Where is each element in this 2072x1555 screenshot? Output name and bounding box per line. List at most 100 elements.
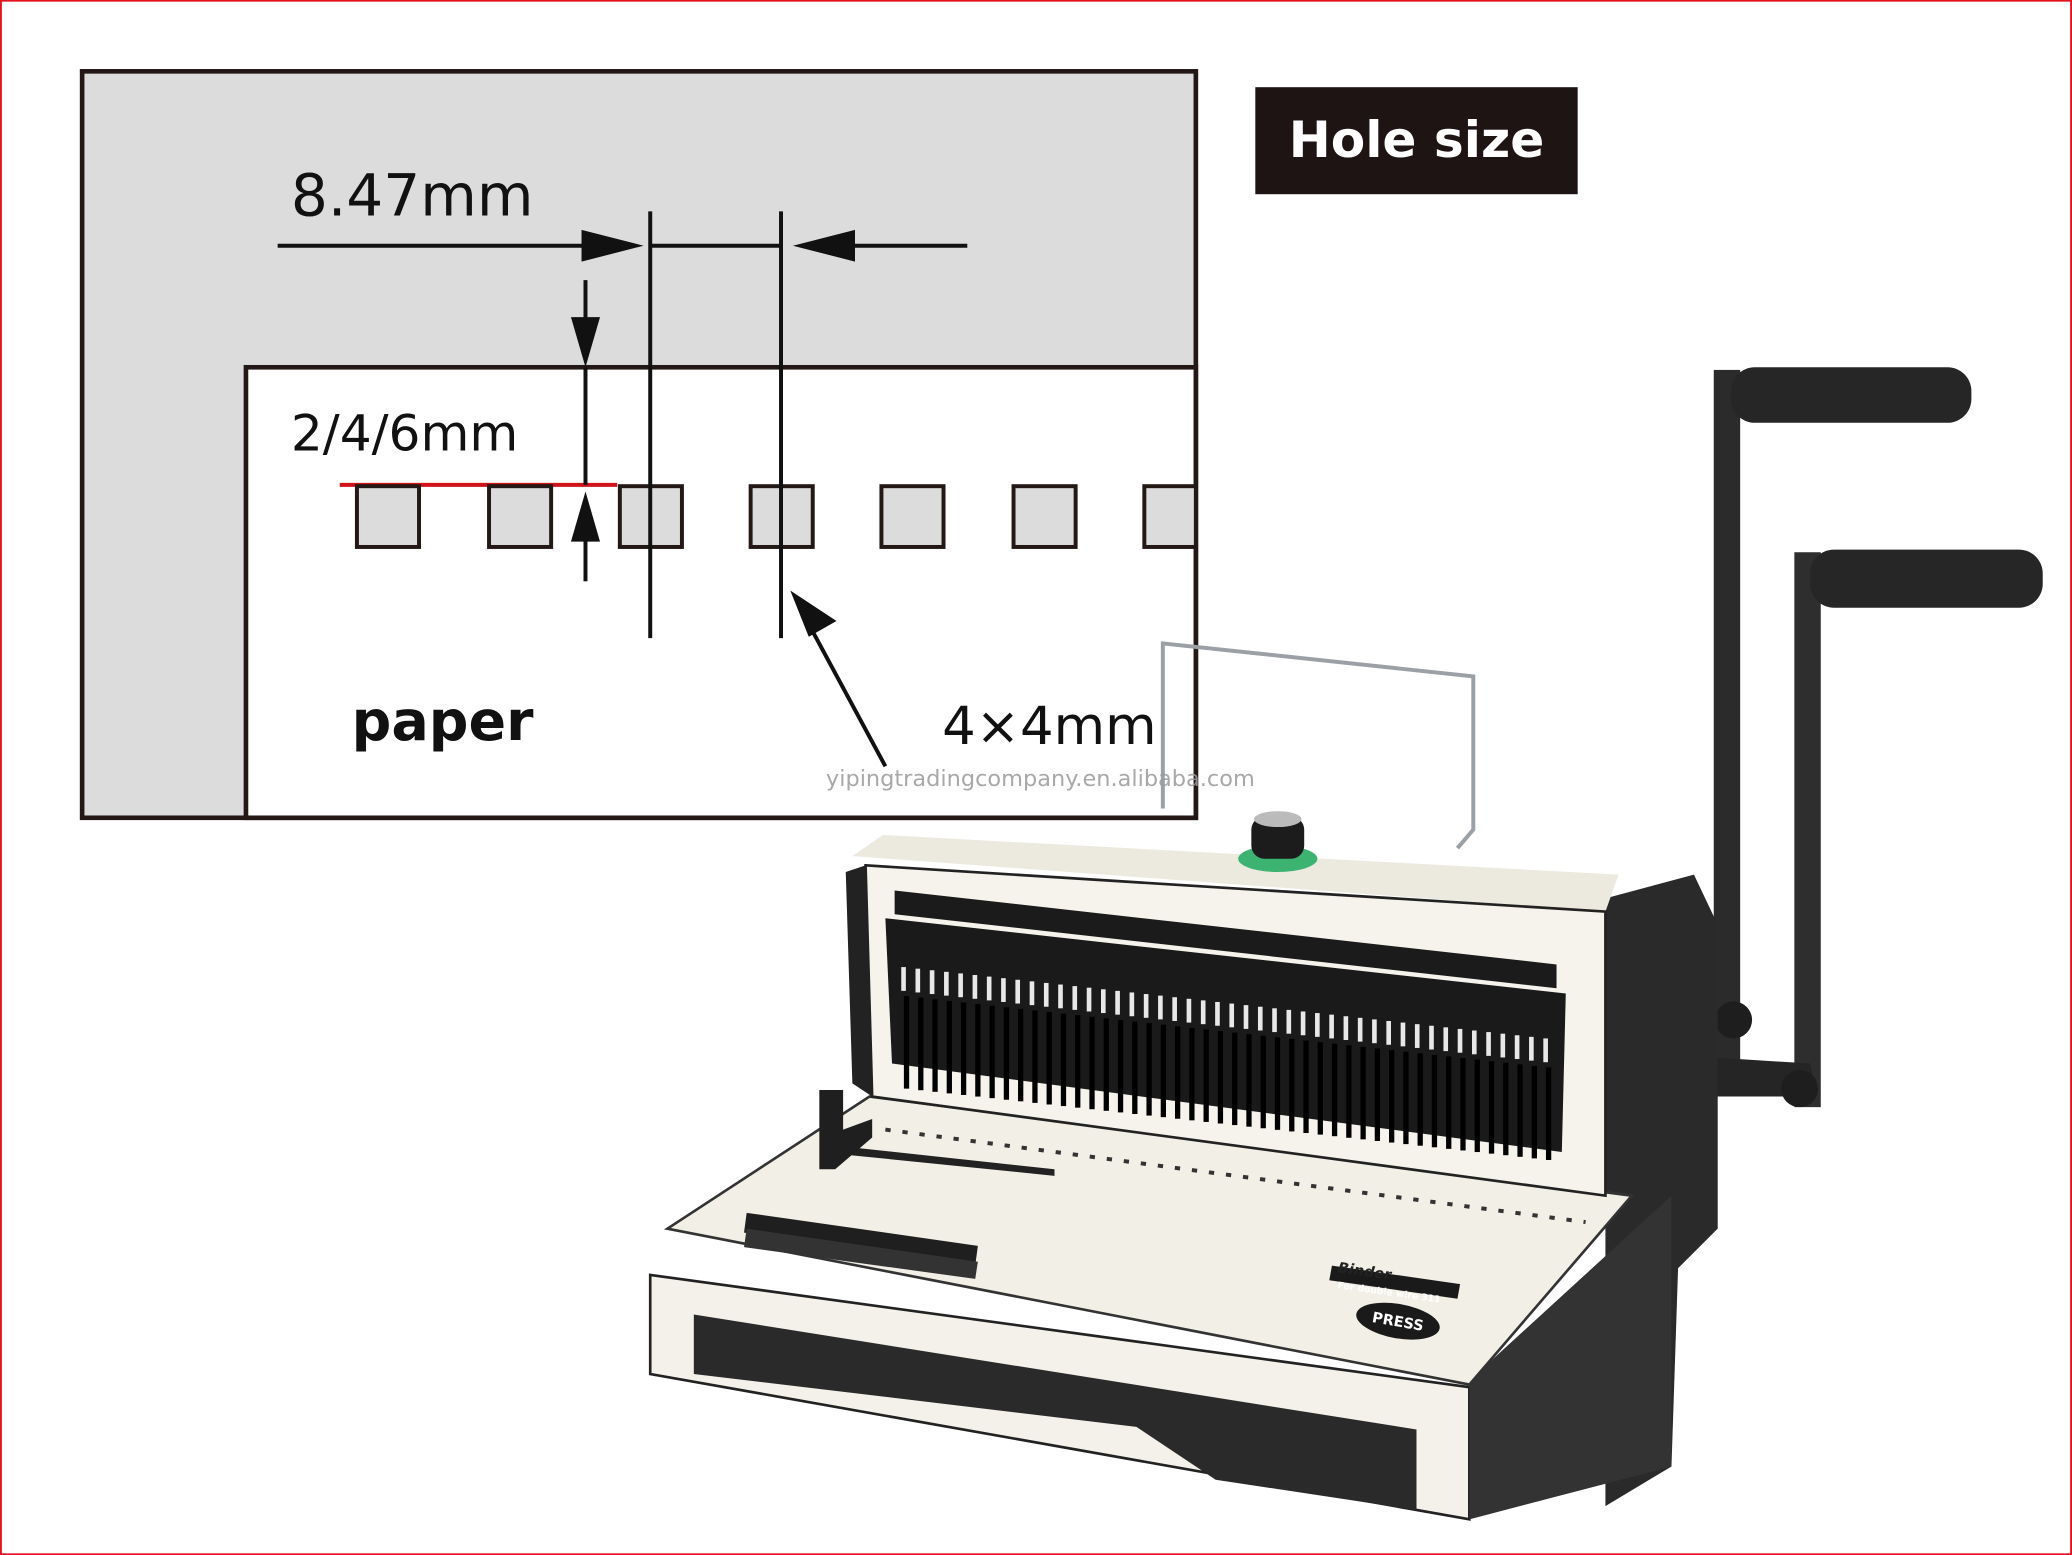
punch-slot <box>1075 1015 1081 1108</box>
punch-slot <box>1403 1051 1409 1145</box>
punch-tooth <box>1543 1038 1548 1063</box>
punch-tooth <box>929 970 935 995</box>
punch-slot <box>1046 1012 1052 1105</box>
punch-tooth <box>1186 998 1192 1023</box>
brand-label: Binder <box>1337 1260 1393 1283</box>
punch-tooth <box>1329 1014 1334 1039</box>
base-drawers <box>693 1314 1417 1511</box>
punch-tooth <box>1257 1006 1263 1031</box>
punch-slot <box>1431 1054 1438 1148</box>
binding-machine: Binder For double wire 311 PRESS <box>648 367 2043 1521</box>
punch-tooth <box>1315 1013 1320 1037</box>
punch-slot <box>1018 1008 1024 1102</box>
margin-arrowhead-up <box>570 491 601 542</box>
punch-tooth <box>1015 979 1021 1004</box>
punch-tooth <box>1272 1008 1277 1033</box>
margin-label: 2/4/6mm <box>291 404 518 463</box>
punch-slot <box>1217 1031 1224 1124</box>
punch-tooth <box>1372 1019 1377 1044</box>
paper-area <box>243 364 1199 821</box>
punch-slot <box>1060 1013 1067 1107</box>
punched-holes <box>354 484 1198 549</box>
punch-tooth <box>1086 987 1092 1012</box>
punch-slot <box>1303 1040 1309 1134</box>
wire-holder <box>1160 641 1476 850</box>
punch-tooth <box>1471 1030 1477 1055</box>
punch-slot <box>1503 1062 1509 1156</box>
punch-teeth <box>901 967 1552 1160</box>
handle-shaft-front <box>1794 552 1821 1108</box>
punch-slot <box>1331 1043 1338 1137</box>
punch-tooth <box>1500 1033 1506 1058</box>
punch-tooth <box>915 968 921 993</box>
punch-slot <box>918 997 924 1091</box>
punch-die-panel <box>885 918 1566 1153</box>
punch-slot <box>1446 1056 1452 1149</box>
hole-size-diagram: 8.47mm 2/4/6mm paper 4×4mm <box>79 69 1199 821</box>
punch-slot <box>946 1000 952 1094</box>
punch-tooth <box>1101 989 1106 1014</box>
punch-tooth <box>901 967 906 991</box>
punch-tooth <box>986 976 992 1001</box>
punch-tooth <box>1286 1009 1292 1034</box>
punch-slot <box>1260 1035 1266 1129</box>
punch-tooth <box>1514 1035 1520 1060</box>
punch-slot <box>1189 1027 1195 1121</box>
punch-slot <box>1346 1045 1352 1138</box>
punch-slot <box>1089 1016 1095 1110</box>
punch-slot <box>1460 1057 1466 1151</box>
punch-slot <box>1317 1042 1323 1135</box>
punch-tooth <box>1043 982 1049 1007</box>
punch-slot <box>903 996 910 1089</box>
punch-tooth <box>1443 1027 1449 1052</box>
pitch-label: 8.47mm <box>291 161 534 229</box>
hole <box>354 484 422 549</box>
punch-tooth <box>1215 1001 1220 1026</box>
hole <box>1142 484 1198 549</box>
punch-slot <box>1117 1019 1124 1113</box>
punch-tooth <box>1143 994 1149 1018</box>
punch-tooth <box>1300 1011 1306 1036</box>
punch-slot <box>1374 1048 1381 1141</box>
hole <box>879 484 946 549</box>
crank-hub <box>1781 1070 1819 1108</box>
handle-shaft-rear <box>1713 369 1741 1071</box>
punch-slot <box>1360 1046 1366 1140</box>
punch-tooth <box>1529 1036 1534 1061</box>
punch-slot <box>1203 1029 1209 1122</box>
handle-grip-front <box>1810 549 2043 608</box>
punch-tooth <box>972 975 978 999</box>
punch-slot <box>1003 1007 1010 1100</box>
punch-tooth <box>1457 1028 1463 1053</box>
margin-arrowhead-down <box>570 317 601 368</box>
punch-tooth <box>1029 981 1035 1006</box>
punch-tooth <box>1172 997 1177 1021</box>
adjust-knob[interactable] <box>1251 816 1305 859</box>
punch-side-edge <box>845 865 873 1097</box>
paper-guide <box>819 1089 873 1170</box>
hole-size-title: Hole size <box>1289 110 1545 169</box>
hole-size-arrow <box>810 630 888 768</box>
punch-tooth <box>1429 1025 1434 1050</box>
punch-slot <box>989 1005 995 1099</box>
punch-tooth <box>1486 1032 1491 1056</box>
punch-head-top <box>852 834 1619 912</box>
punch-slot <box>1274 1037 1281 1130</box>
punch-slot <box>1232 1032 1238 1126</box>
handle-grip-rear <box>1730 367 1972 423</box>
punch-tooth <box>1229 1003 1235 1028</box>
punch-tooth <box>1357 1017 1363 1042</box>
adjust-knob-cap <box>1253 811 1302 828</box>
paper-label: paper <box>352 690 534 754</box>
punch-slot <box>1103 1018 1109 1111</box>
punch-slot <box>1531 1065 1537 1159</box>
punch-slot <box>1517 1064 1523 1157</box>
hole <box>487 484 554 549</box>
punch-tooth <box>1058 984 1063 1009</box>
punch-slot <box>1174 1026 1181 1119</box>
punch-tooth <box>944 971 949 996</box>
punch-slot <box>1032 1010 1038 1103</box>
punch-tooth <box>1115 990 1120 1015</box>
punch-slot <box>1545 1067 1552 1160</box>
